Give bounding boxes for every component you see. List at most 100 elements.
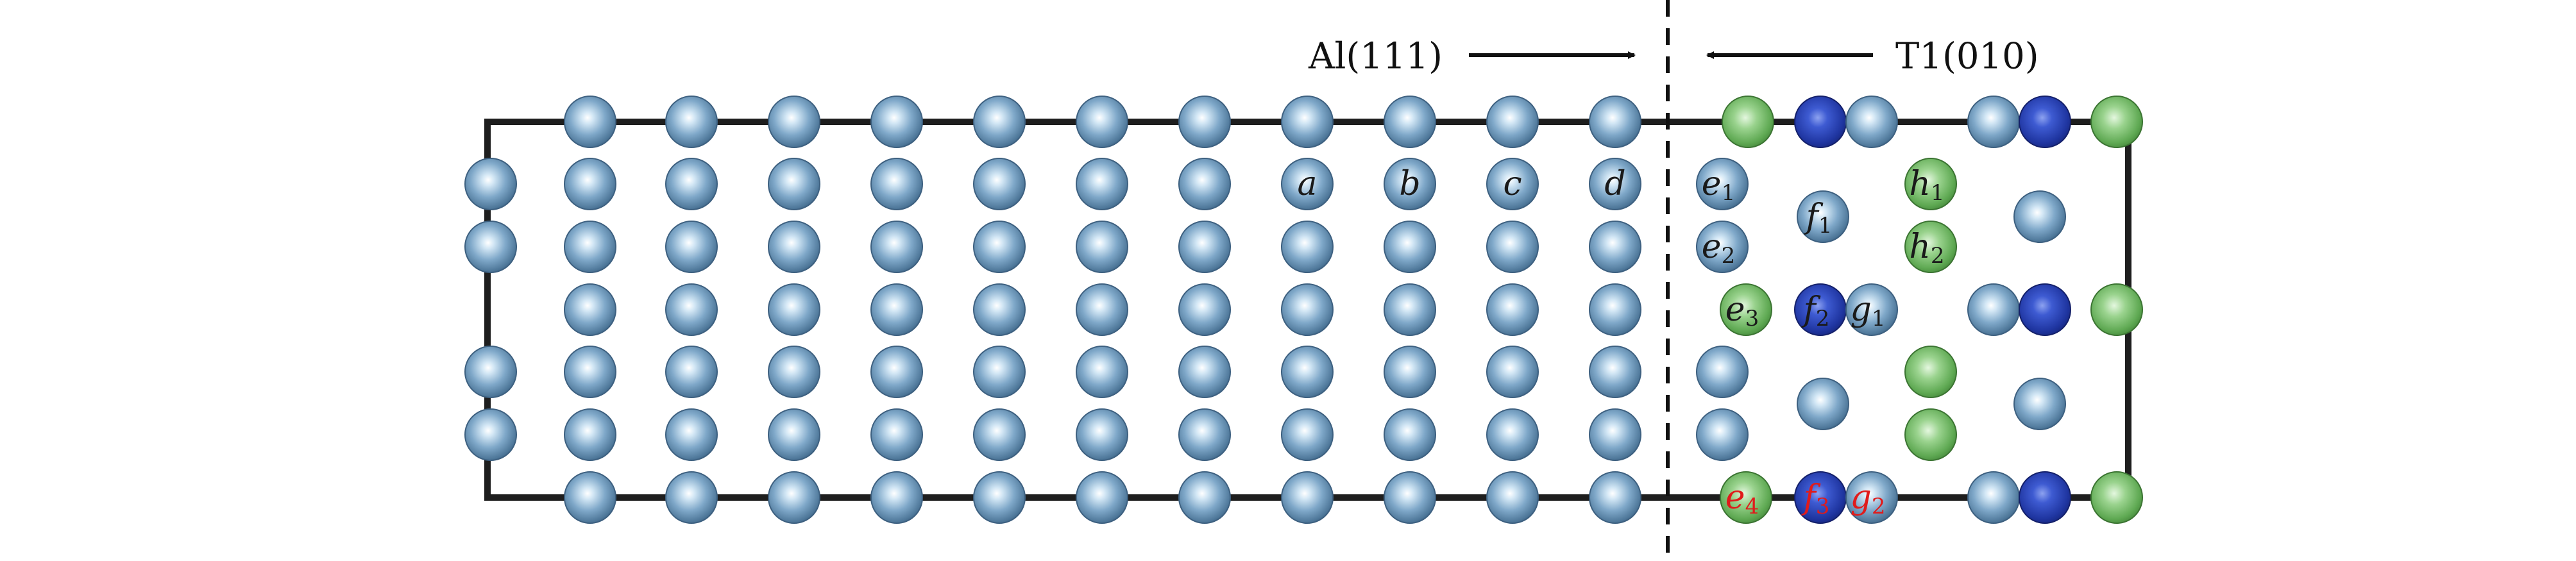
al-atom xyxy=(768,408,820,461)
al-atom xyxy=(464,158,517,210)
green-atom xyxy=(1720,471,1772,524)
green-atom xyxy=(2090,283,2143,336)
green-atom xyxy=(1722,96,1774,148)
al-atom xyxy=(1384,158,1436,210)
green-atom xyxy=(1904,408,1957,461)
al-atom xyxy=(564,158,616,210)
al-atom xyxy=(1589,96,1641,148)
al-atom xyxy=(768,221,820,273)
green-atom xyxy=(1904,346,1957,398)
al-atom xyxy=(1281,346,1334,398)
al-atom xyxy=(768,283,820,336)
al-atom xyxy=(973,408,1026,461)
al-atom xyxy=(2013,190,2066,243)
al-atom xyxy=(973,283,1026,336)
al-atom xyxy=(1178,221,1231,273)
al-atom xyxy=(665,221,718,273)
al-atom xyxy=(1797,378,1849,430)
atoms-layer xyxy=(464,96,2143,524)
al-atom xyxy=(1486,283,1539,336)
al-atom xyxy=(665,471,718,524)
al-atom xyxy=(1281,471,1334,524)
al-atom xyxy=(1281,96,1334,148)
al-atom xyxy=(1589,283,1641,336)
al-atom xyxy=(1281,221,1334,273)
al-atom xyxy=(768,346,820,398)
al-atom xyxy=(870,408,923,461)
al-atom xyxy=(1384,221,1436,273)
al-atom xyxy=(768,158,820,210)
al-atom xyxy=(665,158,718,210)
al-atom xyxy=(1281,158,1334,210)
al-atom xyxy=(1967,471,2020,524)
al-atom xyxy=(564,221,616,273)
al-atom xyxy=(1384,471,1436,524)
al-atom xyxy=(665,408,718,461)
al-atom xyxy=(2013,378,2066,430)
al-atom xyxy=(464,346,517,398)
region-label-al111: Al(111) xyxy=(1308,36,1443,78)
al-atom xyxy=(1845,471,1898,524)
al-atom xyxy=(1281,283,1334,336)
al-atom xyxy=(1076,408,1128,461)
green-atom xyxy=(1904,221,1957,273)
al-atom xyxy=(1589,471,1641,524)
al-atom xyxy=(870,346,923,398)
al-atom xyxy=(1845,96,1898,148)
al-atom xyxy=(1384,346,1436,398)
al-atom xyxy=(973,346,1026,398)
al-atom xyxy=(1281,408,1334,461)
al-atom xyxy=(1178,283,1231,336)
al-atom xyxy=(768,471,820,524)
al-atom xyxy=(1178,408,1231,461)
site-label-h2: h2 xyxy=(1909,228,1944,269)
al-atom xyxy=(1076,96,1128,148)
al-atom xyxy=(1178,471,1231,524)
site-label-d: d xyxy=(1604,165,1625,203)
al-atom xyxy=(1076,346,1128,398)
al-atom xyxy=(1696,408,1749,461)
site-label-e1: e1 xyxy=(1702,165,1735,206)
al-atom xyxy=(665,96,718,148)
al-atom xyxy=(1178,96,1231,148)
al-atom xyxy=(464,221,517,273)
al-atom xyxy=(1589,408,1641,461)
blue-atom xyxy=(1794,96,1847,148)
al-atom xyxy=(464,408,517,461)
al-atom xyxy=(1076,221,1128,273)
al-atom xyxy=(564,283,616,336)
al-atom xyxy=(1845,283,1898,336)
al-atom xyxy=(1486,221,1539,273)
green-atom xyxy=(2090,96,2143,148)
al-atom xyxy=(1076,283,1128,336)
al-atom xyxy=(1486,158,1539,210)
site-label-e4: e4 xyxy=(1725,478,1759,519)
al-atom xyxy=(973,471,1026,524)
al-atom xyxy=(1384,408,1436,461)
al-atom xyxy=(1696,346,1749,398)
al-atom xyxy=(665,346,718,398)
green-atom xyxy=(1904,158,1957,210)
blue-atom xyxy=(2019,96,2071,148)
green-atom xyxy=(1720,283,1772,336)
al-atom xyxy=(768,96,820,148)
al-atom xyxy=(973,96,1026,148)
site-label-h1: h1 xyxy=(1909,165,1944,206)
al-atom xyxy=(1486,96,1539,148)
al-atom xyxy=(973,158,1026,210)
al-atom xyxy=(1589,346,1641,398)
green-atom xyxy=(2090,471,2143,524)
al-atom xyxy=(1486,471,1539,524)
al-atom xyxy=(564,471,616,524)
al-atom xyxy=(1589,158,1641,210)
al-atom xyxy=(1486,346,1539,398)
al-atom xyxy=(973,221,1026,273)
al-atom xyxy=(1486,408,1539,461)
al-atom xyxy=(870,158,923,210)
al-atom xyxy=(564,346,616,398)
al-atom xyxy=(564,96,616,148)
al-atom xyxy=(1384,96,1436,148)
al-atom xyxy=(1384,283,1436,336)
